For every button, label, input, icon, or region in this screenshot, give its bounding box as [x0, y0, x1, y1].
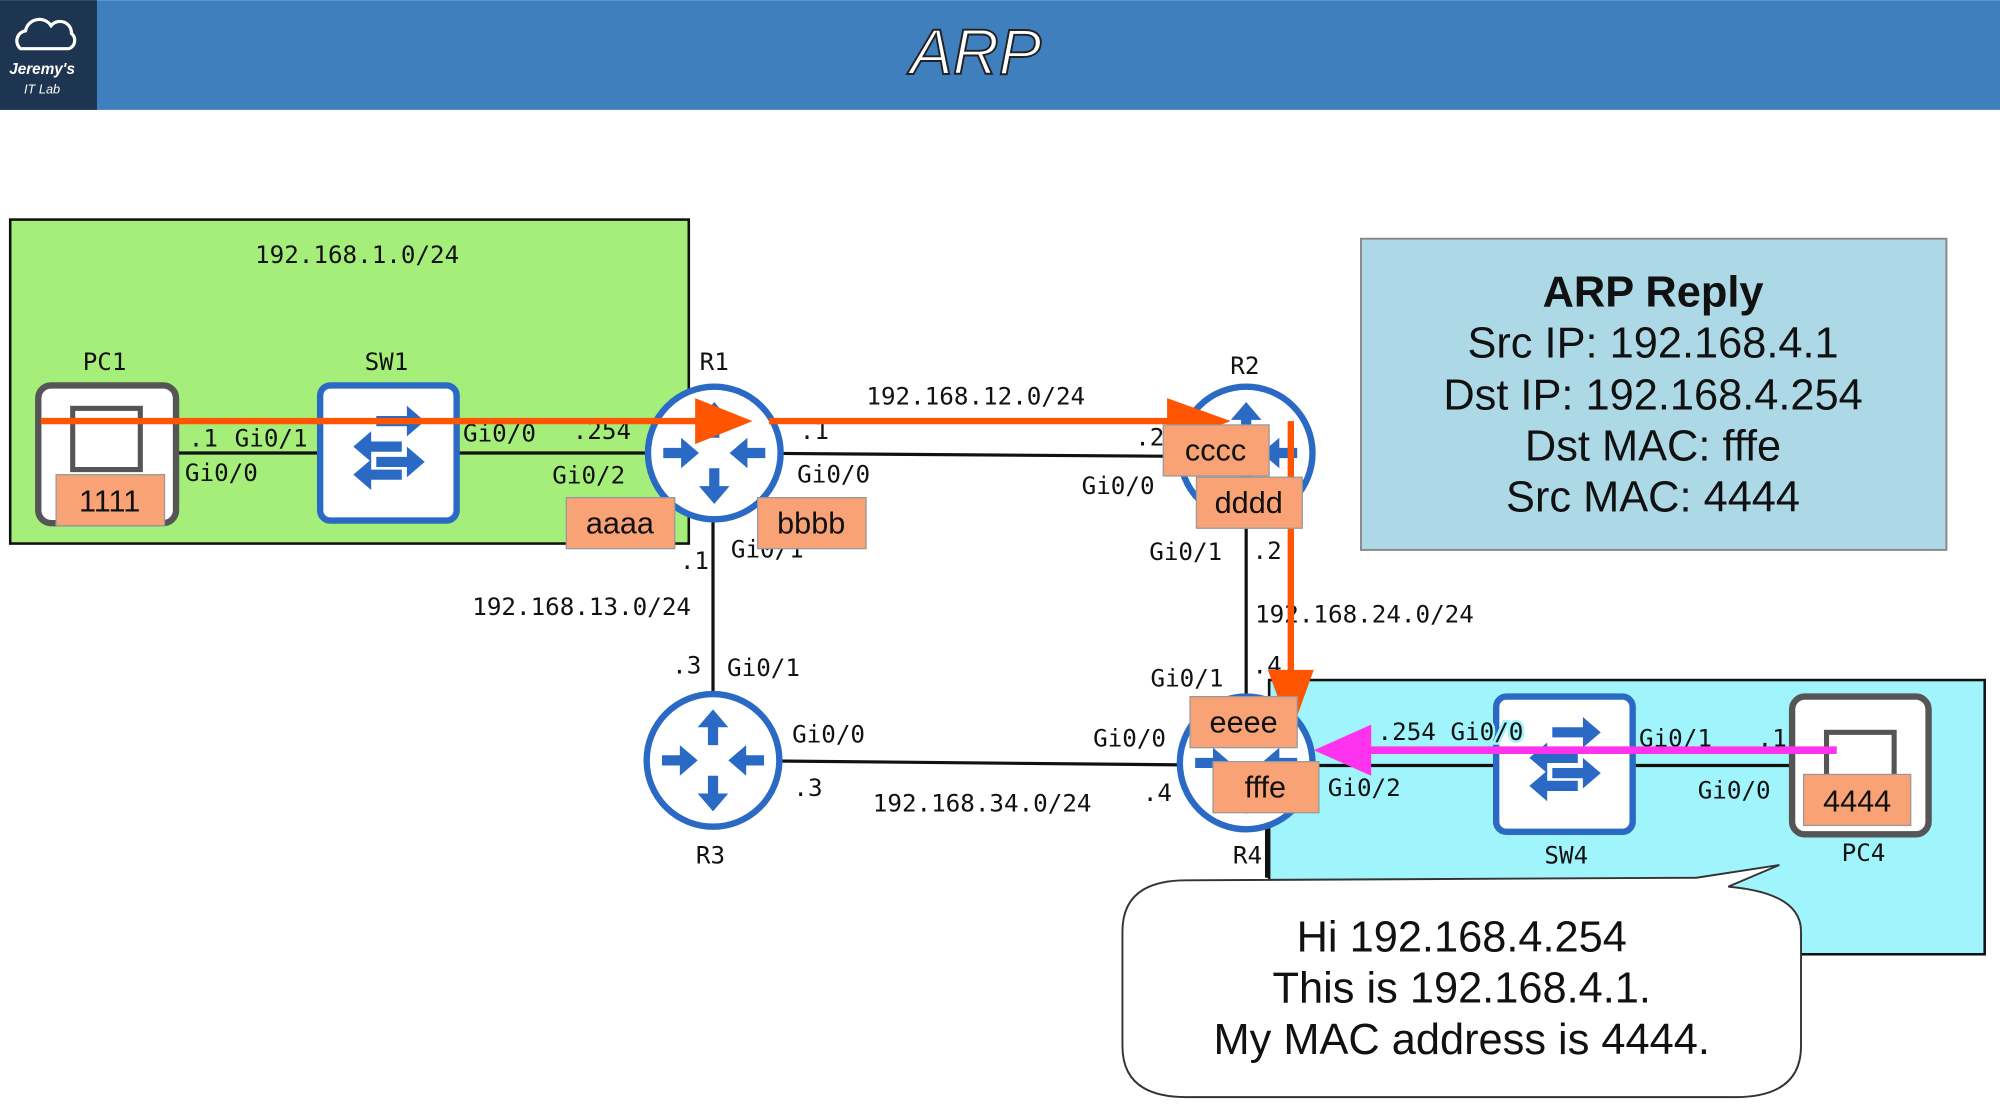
svg-text:Gi0/2: Gi0/2: [552, 462, 625, 490]
svg-text:.2: .2: [1253, 537, 1282, 565]
svg-text:.2: .2: [1135, 423, 1164, 451]
mac-label-r4-gi02: fffe: [1212, 761, 1320, 814]
svg-text:bbbb: bbbb: [777, 506, 845, 540]
svg-text:eeee: eeee: [1210, 705, 1278, 739]
mac-label-r2-gi00: cccc: [1162, 424, 1270, 477]
svg-text:Gi0/0: Gi0/0: [1698, 777, 1771, 805]
logo: Jeremy's IT Lab: [0, 0, 97, 110]
svg-text:192.168.34.0/24: 192.168.34.0/24: [873, 789, 1092, 817]
cloud-icon: [15, 17, 77, 51]
svg-text:PC1: PC1: [83, 348, 127, 376]
svg-text:.1: .1: [189, 425, 218, 453]
speech-bubble: Hi 192.168.4.254 This is 192.168.4.1. My…: [1121, 864, 1802, 1099]
svg-text:.3: .3: [672, 652, 701, 680]
r3[interactable]: [643, 690, 783, 830]
mac-label-pc4: 4444: [1802, 773, 1912, 827]
svg-text:Src MAC: 4444: Src MAC: 4444: [1506, 474, 1800, 522]
svg-text:R1: R1: [700, 348, 729, 376]
svg-text:fffe: fffe: [1245, 770, 1286, 804]
svg-text:cccc: cccc: [1185, 434, 1246, 468]
header-bar: [0, 0, 2000, 110]
svg-text:Gi0/1: Gi0/1: [235, 425, 308, 453]
svg-text:.1: .1: [680, 547, 709, 575]
svg-text:SW1: SW1: [365, 348, 409, 376]
arp-reply-box: ARP Reply Src IP: 192.168.4.1 Dst IP: 19…: [1360, 237, 1948, 551]
sw1[interactable]: [316, 382, 460, 524]
svg-text:R2: R2: [1230, 352, 1259, 380]
mac-label-r1-gi00: bbbb: [757, 497, 867, 550]
mac-labels: 1111 aaaa bbbb cccc dddd eeee fffe 4444: [55, 424, 1912, 827]
svg-text:Dst IP: 192.168.4.254: Dst IP: 192.168.4.254: [1443, 372, 1862, 420]
svg-text:My MAC address is 4444.: My MAC address is 4444.: [1214, 1016, 1710, 1064]
svg-text:192.168.13.0/24: 192.168.13.0/24: [472, 593, 691, 621]
switch-icon: [1492, 693, 1636, 836]
mac-label-r4-gi01: eeee: [1189, 695, 1298, 749]
svg-text:Gi0/1: Gi0/1: [727, 654, 800, 682]
svg-text:R3: R3: [696, 842, 725, 870]
switch-icon: [316, 382, 460, 524]
svg-text:Gi0/0: Gi0/0: [792, 721, 865, 749]
svg-text:ARP Reply: ARP Reply: [1543, 268, 1764, 316]
svg-text:Hi 192.168.4.254: Hi 192.168.4.254: [1297, 914, 1627, 962]
svg-text:PC4: PC4: [1842, 839, 1886, 867]
svg-text:Gi0/0: Gi0/0: [185, 459, 258, 487]
svg-text:Gi0/0: Gi0/0: [1093, 724, 1166, 752]
svg-text:.4: .4: [1143, 779, 1172, 807]
svg-text:.3: .3: [793, 774, 822, 802]
svg-text:R4: R4: [1233, 842, 1262, 870]
interface-labels: .1 Gi0/1 Gi0/0 Gi0/0 .254 Gi0/2 .1 Gi0/0…: [185, 383, 1787, 818]
r4-lan-interface-label: .254 Gi0/0: [1378, 718, 1524, 746]
svg-text:4444: 4444: [1823, 784, 1891, 818]
router-icon: [643, 690, 783, 830]
lan1-network-label: 192.168.1.0/24: [255, 241, 459, 269]
svg-text:IT Lab: IT Lab: [24, 81, 60, 96]
svg-text:Gi0/1: Gi0/1: [1149, 538, 1222, 566]
svg-text:Gi0/2: Gi0/2: [1328, 774, 1401, 802]
svg-text:This is 192.168.4.1.: This is 192.168.4.1.: [1273, 965, 1651, 1013]
svg-text:192.168.12.0/24: 192.168.12.0/24: [866, 383, 1085, 411]
page-title: ARP: [906, 16, 1042, 88]
svg-text:Dst MAC: fffe: Dst MAC: fffe: [1525, 423, 1781, 471]
svg-text:Gi0/0: Gi0/0: [797, 460, 870, 488]
svg-text:dddd: dddd: [1215, 486, 1283, 520]
svg-text:Gi0/0: Gi0/0: [1082, 472, 1155, 500]
svg-text:Gi0/1: Gi0/1: [1151, 664, 1224, 692]
svg-text:Src IP: 192.168.4.1: Src IP: 192.168.4.1: [1467, 319, 1838, 367]
mac-label-r1-gi02: aaaa: [565, 497, 676, 550]
svg-text:1111: 1111: [79, 485, 140, 519]
svg-text:aaaa: aaaa: [586, 506, 655, 540]
sw4[interactable]: [1492, 693, 1636, 836]
arp-reply-arrow: [1313, 724, 1837, 776]
mac-label-r2-gi01: dddd: [1195, 476, 1303, 529]
svg-text:SW4: SW4: [1544, 842, 1588, 870]
mac-label-pc1: 1111: [55, 474, 166, 527]
svg-text:Jeremy's: Jeremy's: [9, 61, 75, 78]
device-labels: PC1 SW1 R1 R2 R3 R4 SW4 PC4: [83, 348, 1886, 870]
